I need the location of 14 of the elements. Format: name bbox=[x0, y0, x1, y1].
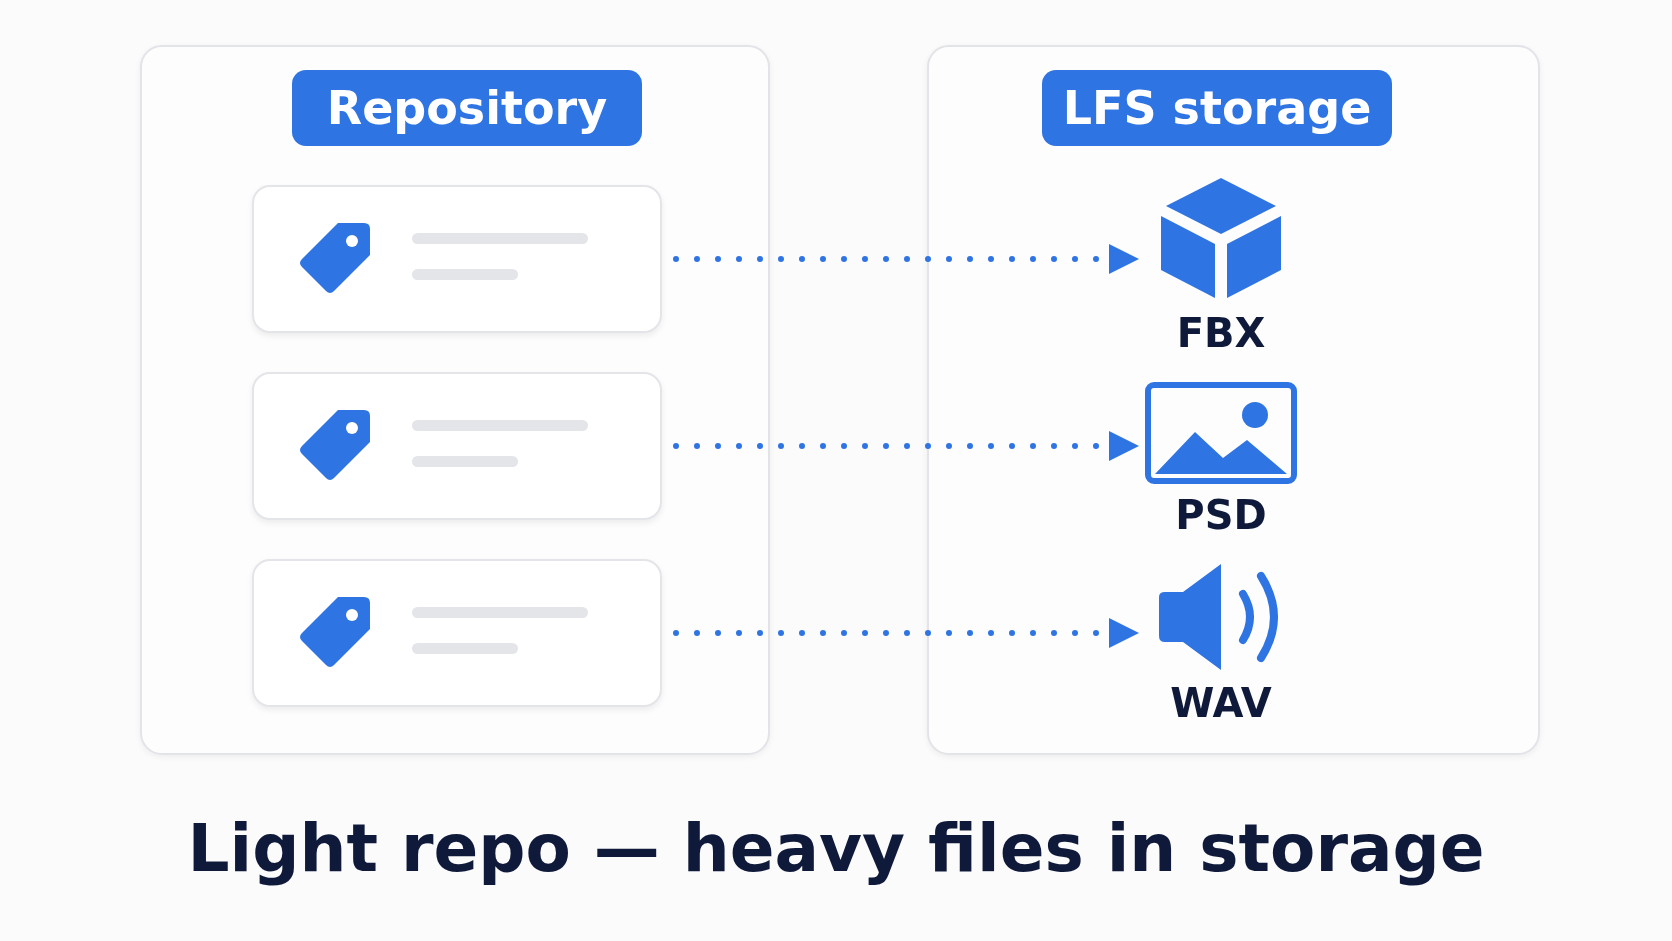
file-pointer-card bbox=[252, 559, 662, 707]
panel-heading: LFS storage bbox=[1042, 70, 1392, 146]
panel bbox=[140, 45, 770, 755]
dotted-arrow bbox=[673, 618, 1139, 648]
dotted-arrow bbox=[673, 431, 1139, 461]
caption: Light repo — heavy files in storage bbox=[187, 810, 1485, 887]
file-type-label: PSD bbox=[1175, 492, 1267, 538]
panel bbox=[927, 45, 1540, 755]
panel-heading: Repository bbox=[292, 70, 642, 146]
dotted-arrow bbox=[673, 244, 1139, 274]
file-pointer-card bbox=[252, 185, 662, 333]
file-type-label: FBX bbox=[1176, 310, 1266, 356]
file-pointer-card bbox=[252, 372, 662, 520]
file-type-label: WAV bbox=[1170, 680, 1272, 726]
